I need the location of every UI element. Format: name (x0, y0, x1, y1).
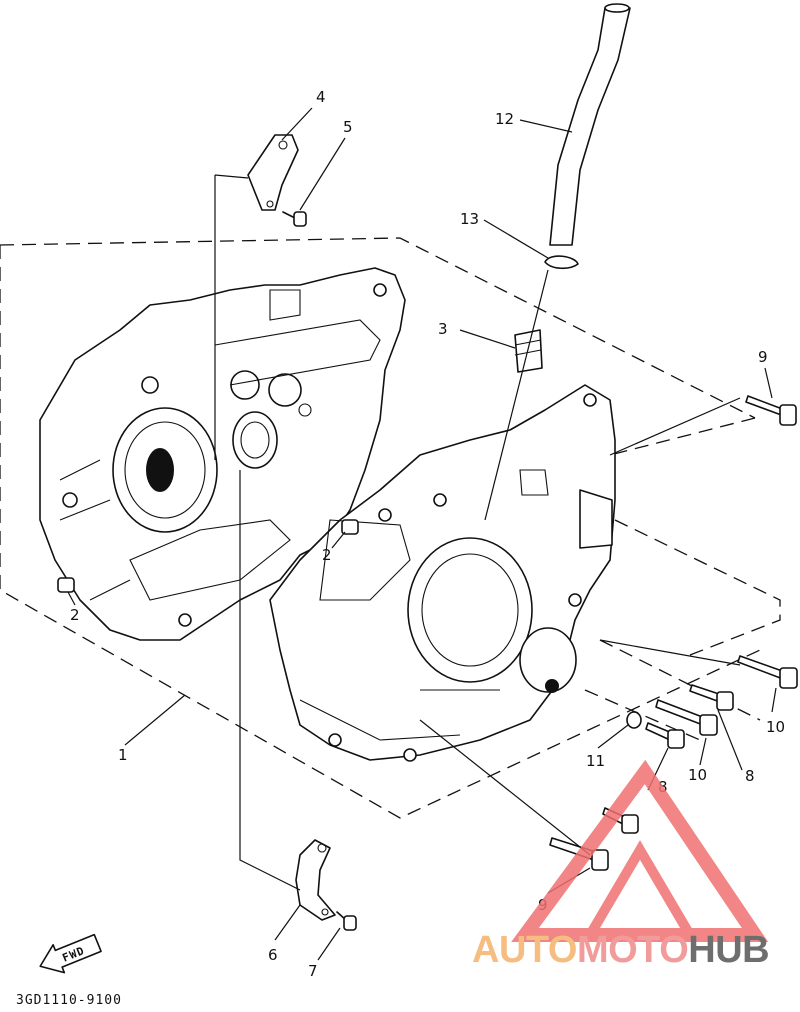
callout-12: 12 (495, 110, 514, 128)
callout-10: 10 (688, 766, 707, 784)
right-crankcase-half (269, 384, 616, 762)
dowel-pin (341, 519, 359, 535)
callout-8: 8 (745, 767, 755, 785)
callout-1: 1 (118, 746, 128, 764)
drawing-code: 3GD1110-9100 (16, 993, 122, 1008)
plate-part-6 (295, 839, 336, 921)
watermark-triangle-logo (511, 759, 769, 942)
bolt-part-8 (645, 722, 685, 749)
bolt-part-10 (737, 655, 798, 689)
assembly-lines (214, 174, 741, 891)
fwd-arrow-icon: FWD (39, 933, 102, 974)
watermark-text: AUTOMOTOHUB (472, 929, 769, 971)
screw-part-7 (336, 911, 357, 931)
callout-13: 13 (460, 210, 479, 228)
breather-hose-part-12 (549, 3, 631, 246)
callout-11: 11 (586, 752, 605, 770)
callout-4: 4 (316, 88, 326, 106)
callout-6: 6 (268, 946, 278, 964)
assembly-dashed-outline (0, 237, 781, 819)
callout-2: 2 (322, 546, 332, 564)
callout-labels: 1 2 2 3 4 5 6 7 8 8 9 9 10 10 11 12 13 (70, 88, 785, 980)
washer-part-11 (626, 711, 642, 729)
bolt-part-9 (745, 395, 797, 426)
fitting-part-3 (514, 329, 543, 373)
callout-3: 3 (438, 320, 448, 338)
bolt-part-10 (655, 699, 718, 736)
hose-clamp-part-13 (544, 255, 579, 270)
callout-9: 9 (758, 348, 768, 366)
callout-7: 7 (308, 962, 318, 980)
plate-part-4 (247, 134, 299, 211)
callout-10: 10 (766, 718, 785, 736)
callout-5: 5 (343, 118, 353, 136)
callout-2: 2 (70, 606, 80, 624)
automotohub-watermark: AUTOMOTOHUB (472, 759, 770, 971)
bolt-part-8 (689, 684, 734, 711)
dowel-pin (57, 577, 75, 593)
screw-part-5 (282, 211, 307, 227)
